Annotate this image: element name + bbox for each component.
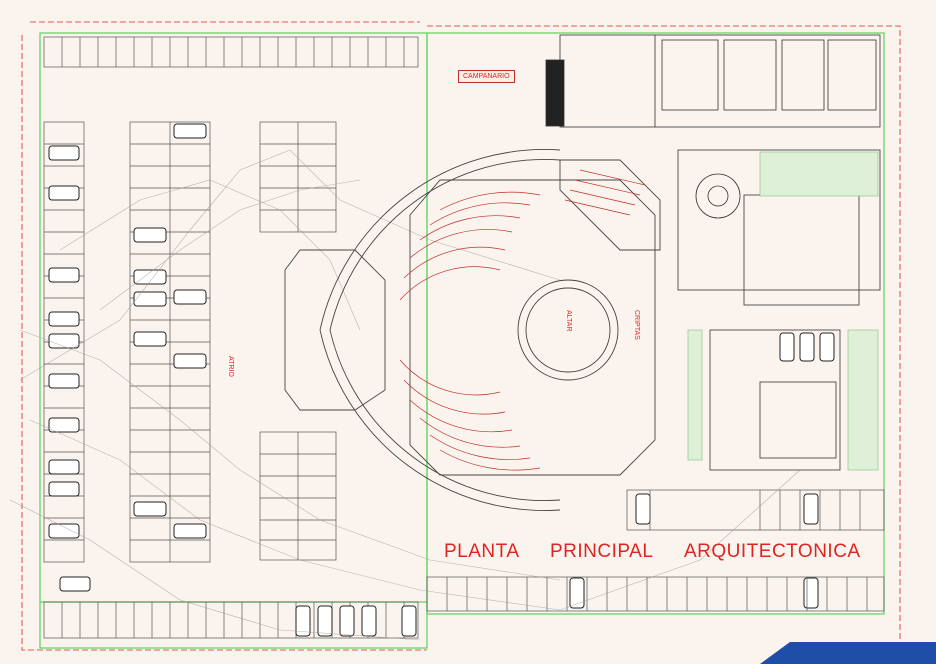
property-line bbox=[21, 21, 901, 651]
church-sanctuary bbox=[284, 149, 661, 511]
top-building bbox=[545, 34, 881, 128]
corner-accent bbox=[760, 642, 936, 664]
atrio-label: ATRIO bbox=[227, 356, 234, 377]
parking-row-top bbox=[43, 36, 419, 68]
title-word-planta: PLANTA bbox=[444, 541, 520, 562]
criptas-label: CRIPTAS bbox=[633, 310, 640, 340]
car-icon bbox=[48, 123, 835, 637]
parking-column-right bbox=[259, 121, 337, 561]
campanario-label: CAMPANARIO bbox=[458, 70, 515, 83]
altar-label: ALTAR bbox=[565, 310, 572, 332]
sketch-overlay bbox=[9, 149, 801, 641]
title-word-principal: PRINCIPAL bbox=[550, 541, 654, 562]
landscape bbox=[687, 151, 879, 471]
right-complex bbox=[677, 149, 881, 471]
title-word-arquitectonica: ARQUITECTONICA bbox=[684, 541, 861, 562]
pews bbox=[399, 169, 646, 471]
parking-row-bottom-right bbox=[426, 489, 885, 612]
